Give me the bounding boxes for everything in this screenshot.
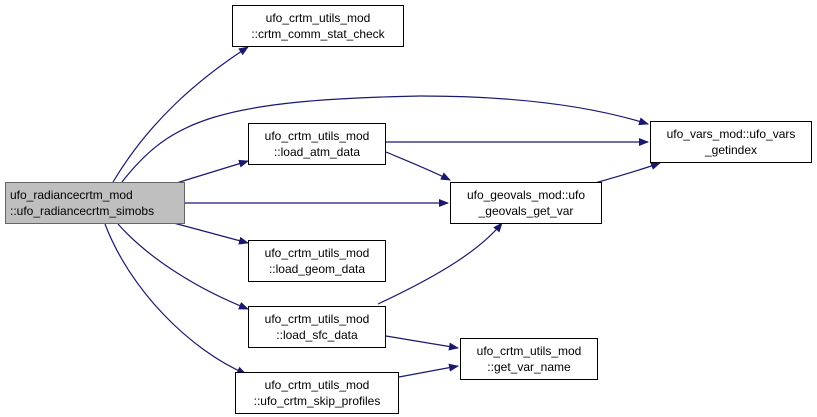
node-ufo-crtm-skip-profiles[interactable]: ufo_crtm_utils_mod ::ufo_crtm_skip_profi… <box>235 372 399 414</box>
node-ufo-radiancecrtm-simobs[interactable]: ufo_radiancecrtm_mod ::ufo_radiancecrtm_… <box>5 182 185 224</box>
node-ufo-vars-getindex-line2: _getindex <box>704 143 758 157</box>
node-load-sfc-data-line2: ::load_sfc_data <box>276 328 358 342</box>
node-load-atm-data-line2: ::load_atm_data <box>273 145 361 159</box>
node-crtm-comm-stat-check-line2: ::crtm_comm_stat_check <box>251 27 385 41</box>
node-load-geom-data[interactable]: ufo_crtm_utils_mod ::load_geom_data <box>248 240 386 282</box>
edge-simobs-to-load-geom-data <box>169 221 249 245</box>
node-crtm-comm-stat-check[interactable]: ufo_crtm_utils_mod ::crtm_comm_stat_chec… <box>232 5 404 47</box>
node-ufo-geovals-get-var-line1: ufo_geovals_mod::ufo <box>466 188 586 202</box>
node-ufo-crtm-skip-profiles-line2: ::ufo_crtm_skip_profiles <box>253 394 381 408</box>
node-ufo-vars-getindex-line1: ufo_vars_mod::ufo_vars <box>666 127 796 141</box>
node-ufo-crtm-skip-profiles-line1: ufo_crtm_utils_mod <box>264 378 370 392</box>
node-ufo-vars-getindex[interactable]: ufo_vars_mod::ufo_vars _getindex <box>650 121 812 163</box>
edge-simobs-to-load-sfc-data <box>117 223 249 310</box>
node-ufo-geovals-get-var[interactable]: ufo_geovals_mod::ufo _geovals_get_var <box>450 182 602 224</box>
node-get-var-name-line1: ufo_crtm_utils_mod <box>476 344 582 358</box>
node-ufo-radiancecrtm-simobs-line2: ::ufo_radiancecrtm_simobs <box>10 204 155 218</box>
node-ufo-radiancecrtm-simobs-line1: ufo_radiancecrtm_mod <box>10 188 133 202</box>
node-load-sfc-data-line1: ufo_crtm_utils_mod <box>264 312 370 326</box>
edge-simobs-to-skip-profiles <box>104 223 247 375</box>
node-load-atm-data-line1: ufo_crtm_utils_mod <box>264 129 370 143</box>
edge-simobs-to-comm-stat-check <box>112 46 249 183</box>
edge-load-sfc-data-to-get-var-name <box>385 335 459 351</box>
edge-geovals-get-var-to-vars-getindex <box>594 162 661 184</box>
node-ufo-geovals-get-var-line2: _geovals_get_var <box>478 204 574 218</box>
node-get-var-name[interactable]: ufo_crtm_utils_mod ::get_var_name <box>460 338 598 380</box>
edge-load-atm-data-to-geovals-get-var <box>385 151 451 181</box>
node-load-atm-data[interactable]: ufo_crtm_utils_mod ::load_atm_data <box>248 123 386 165</box>
node-crtm-comm-stat-check-line1: ufo_crtm_utils_mod <box>265 11 371 25</box>
edge-simobs-to-vars-getindex <box>121 95 649 183</box>
node-load-geom-data-line1: ufo_crtm_utils_mod <box>264 246 370 260</box>
node-load-geom-data-line2: ::load_geom_data <box>268 262 366 276</box>
edge-load-sfc-data-to-geovals-get-var <box>377 222 503 305</box>
edge-skip-profiles-to-get-var-name <box>398 363 459 378</box>
edge-simobs-to-load-atm-data <box>169 159 249 186</box>
node-get-var-name-line2: ::get_var_name <box>487 360 571 374</box>
node-load-sfc-data[interactable]: ufo_crtm_utils_mod ::load_sfc_data <box>248 306 386 348</box>
